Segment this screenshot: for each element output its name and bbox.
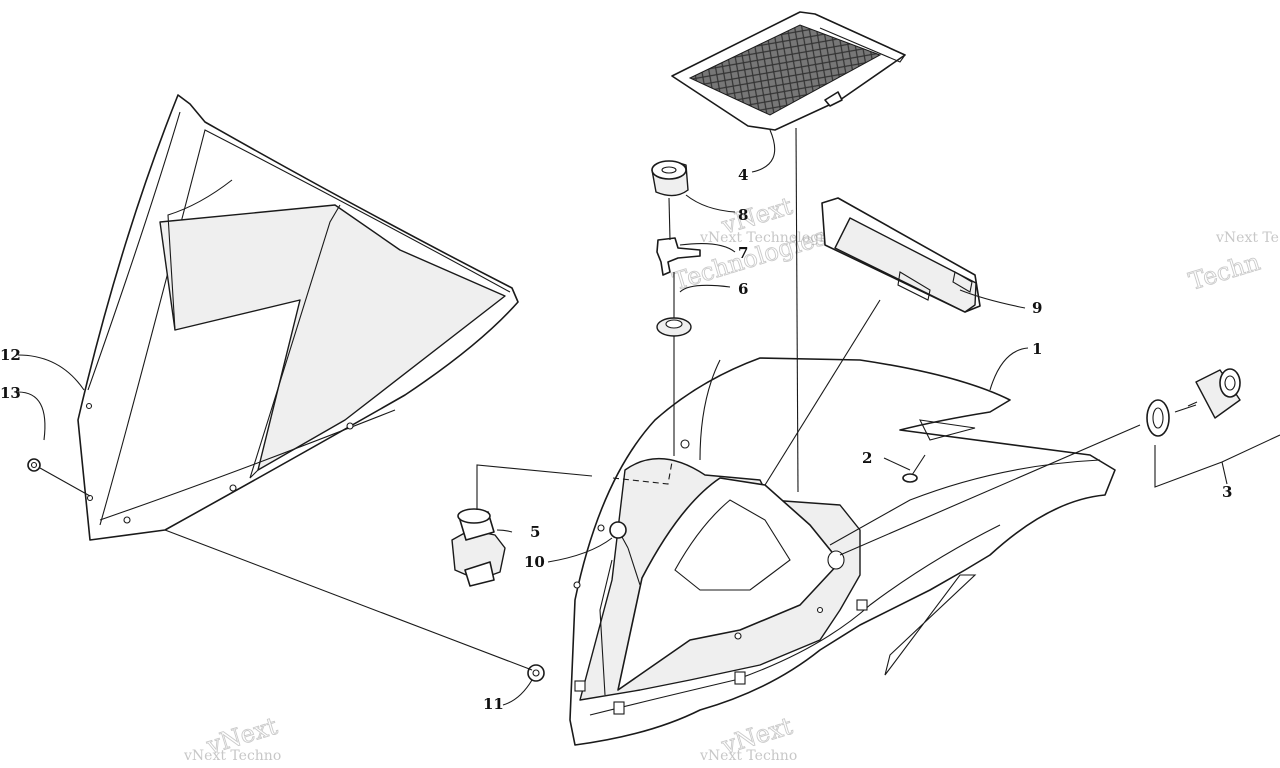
svg-text:vNext Technologies: vNext Technologies — [699, 230, 839, 246]
callout-2: 2 — [862, 449, 872, 467]
leader-13-line — [39, 467, 91, 497]
callout-11: 11 — [483, 695, 504, 713]
callout-leaders — [17, 129, 1228, 706]
windshield-part-12[interactable] — [77, 94, 519, 541]
watermark-bottom-center: vNext Techno vNext — [699, 711, 797, 764]
nut-part-11[interactable] — [527, 664, 545, 682]
key-part-7[interactable] — [656, 237, 701, 276]
svg-text:vNext Techno: vNext Techno — [699, 748, 797, 764]
hood-part-1[interactable] — [569, 357, 1116, 746]
svg-text:Techn: Techn — [1186, 248, 1264, 296]
svg-text:vNext Te: vNext Te — [1215, 230, 1279, 246]
ignition-switch-part-5[interactable] — [451, 508, 506, 587]
storage-tray-part-4[interactable] — [671, 11, 906, 131]
screw-part-2[interactable] — [902, 454, 926, 483]
bolt-part-10[interactable] — [609, 521, 629, 549]
gauge-module-part-9[interactable] — [821, 197, 981, 313]
ring-nut-part-6[interactable] — [656, 317, 692, 337]
callout-3: 3 — [1222, 483, 1232, 501]
assembly-lines — [164, 127, 1280, 671]
callout-13: 13 — [0, 384, 21, 402]
callout-12: 12 — [0, 346, 21, 364]
callout-5: 5 — [530, 523, 540, 541]
callout-7: 7 — [738, 244, 748, 262]
callout-1: 1 — [1032, 340, 1042, 358]
callout-6: 6 — [738, 280, 748, 298]
callout-8: 8 — [738, 206, 748, 224]
watermark-bottom-left: vNext Techno vNext — [183, 711, 281, 764]
svg-text:vNext Techno: vNext Techno — [183, 748, 281, 764]
callout-4: 4 — [738, 166, 748, 184]
callout-10: 10 — [524, 553, 545, 571]
callout-labels: 1 2 3 4 5 6 7 8 9 10 11 12 13 — [0, 166, 1232, 713]
callout-9: 9 — [1032, 299, 1042, 317]
watermark-top-right: vNext Te Techn — [1185, 230, 1279, 296]
key-cap-part-8[interactable] — [651, 160, 689, 197]
power-outlet-part-3[interactable] — [1146, 368, 1241, 437]
nut-part-13[interactable] — [27, 458, 41, 472]
